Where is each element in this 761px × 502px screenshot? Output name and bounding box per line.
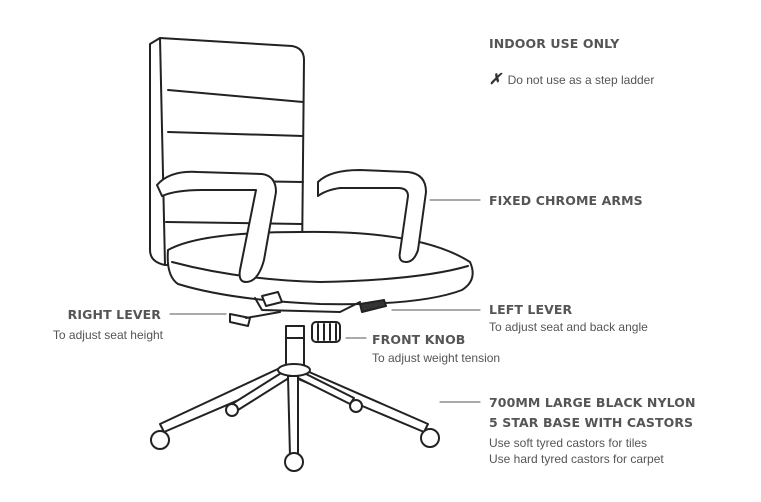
- right-lever-title: RIGHT LEVER: [67, 307, 161, 322]
- seat: [166, 230, 474, 313]
- left-lever-part: [359, 299, 387, 313]
- x-mark-icon: ✗: [489, 71, 502, 88]
- base-title-line2: 5 STAR BASE WITH CASTORS: [489, 415, 694, 430]
- backrest: [149, 37, 305, 266]
- left-arm: [317, 169, 427, 263]
- right-arm: [156, 170, 277, 283]
- base-desc-line1: Use soft tyred castors for tiles: [489, 436, 648, 450]
- star-base: [159, 363, 429, 457]
- castors: [150, 399, 440, 472]
- front-knob-title: FRONT KNOB: [372, 332, 466, 347]
- left-lever-title: LEFT LEVER: [489, 302, 573, 317]
- front-knob-desc: To adjust weight tension: [372, 351, 501, 365]
- right-lever-part: [229, 291, 283, 327]
- right-lever-desc: To adjust seat height: [52, 328, 163, 342]
- fixed-chrome-arms-title: FIXED CHROME ARMS: [489, 193, 643, 208]
- left-lever-desc: To adjust seat and back angle: [489, 320, 648, 334]
- indoor-use-title: INDOOR USE ONLY: [489, 36, 620, 51]
- step-ladder-warning: ✗ Do not use as a step ladder: [489, 70, 654, 88]
- step-ladder-warning-text: Do not use as a step ladder: [507, 73, 655, 87]
- front-knob-part: [311, 321, 341, 343]
- base-title-line1: 700MM LARGE BLACK NYLON: [489, 395, 696, 410]
- base-desc-line2: Use hard tyred castors for carpet: [489, 452, 664, 466]
- gas-lift: [285, 325, 305, 371]
